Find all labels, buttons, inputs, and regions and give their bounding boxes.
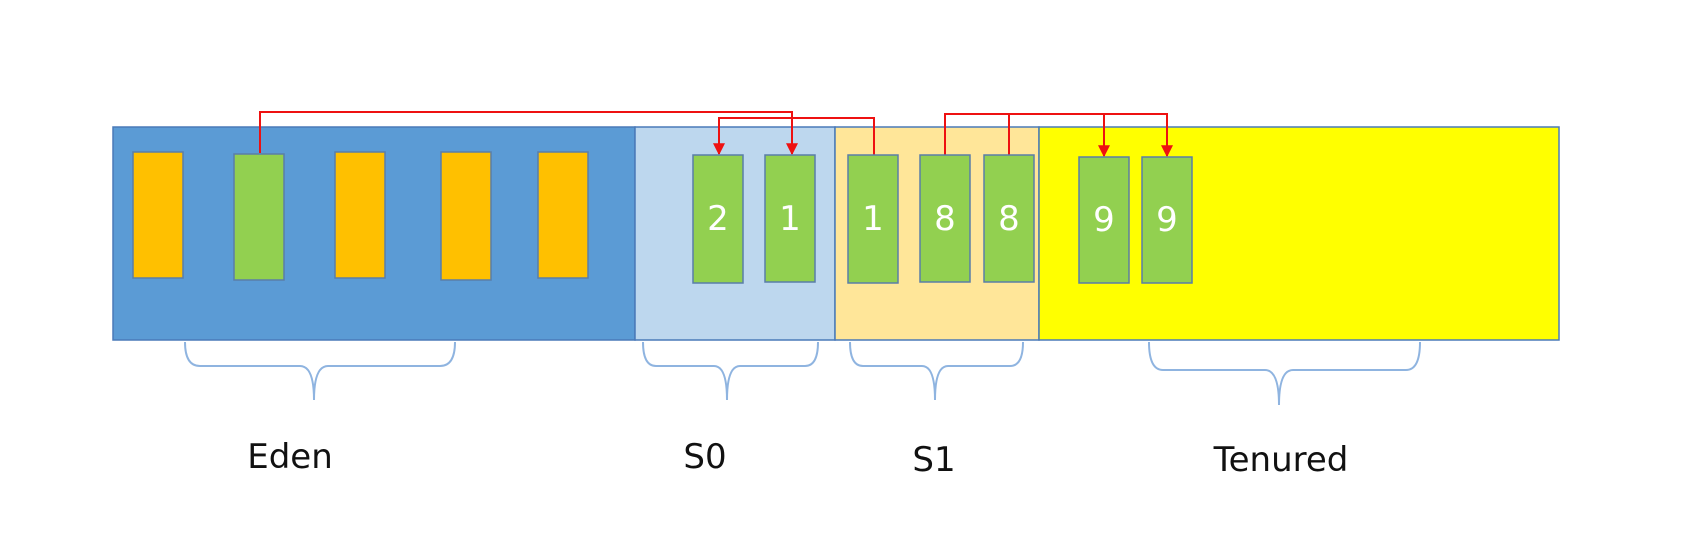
promotion-arrows bbox=[259, 111, 1173, 158]
s0-brace bbox=[642, 341, 819, 401]
s1-object-3-age: 8 bbox=[998, 199, 1020, 239]
tenured-object-2 bbox=[1141, 156, 1193, 284]
s1-object-1 bbox=[847, 154, 899, 284]
tenured-brace bbox=[1148, 341, 1421, 406]
s0-object-1 bbox=[692, 154, 744, 284]
s0-object-2 bbox=[764, 154, 816, 283]
eden-object-4 bbox=[440, 151, 492, 281]
arrow-s1-to-s0 bbox=[713, 117, 875, 156]
arrow-s1-to-tenured-2 bbox=[1008, 113, 1173, 158]
eden-label: Eden bbox=[247, 437, 333, 477]
tenured-label: Tenured bbox=[1213, 440, 1349, 480]
eden-object-5 bbox=[537, 151, 589, 279]
s1-label: S1 bbox=[912, 440, 955, 480]
tenured-object-2-age: 9 bbox=[1156, 200, 1178, 240]
s0-object-1-age: 2 bbox=[707, 199, 729, 239]
s1-object-2 bbox=[919, 154, 971, 283]
eden-brace bbox=[184, 341, 456, 401]
s0-label: S0 bbox=[683, 437, 726, 477]
eden-object-1 bbox=[132, 151, 184, 279]
s1-object-2-age: 8 bbox=[934, 199, 956, 239]
eden-object-3 bbox=[334, 151, 386, 279]
s1-brace bbox=[849, 341, 1024, 401]
eden-object-2 bbox=[233, 153, 285, 281]
s1-object-3 bbox=[983, 154, 1035, 283]
s1-object-1-age: 1 bbox=[862, 199, 884, 239]
tenured-object-1 bbox=[1078, 156, 1130, 284]
s0-object-2-age: 1 bbox=[779, 199, 801, 239]
arrow-eden-to-s0 bbox=[259, 111, 798, 156]
tenured-object-1-age: 9 bbox=[1093, 200, 1115, 240]
